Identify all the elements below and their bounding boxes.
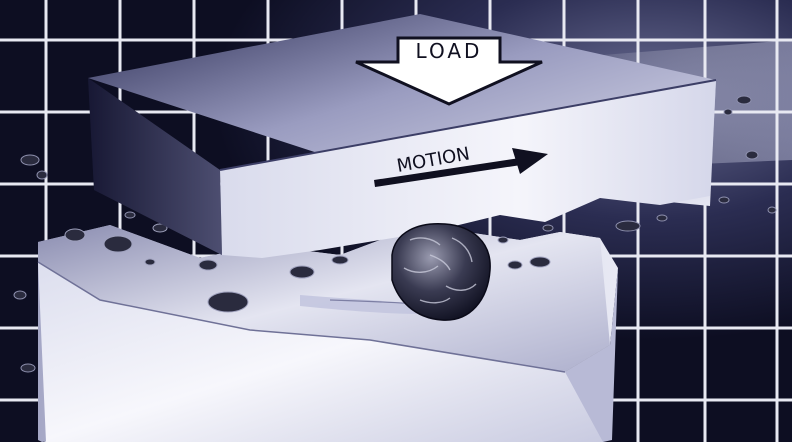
wear-particle: [392, 224, 490, 320]
lower-block: [38, 225, 618, 442]
load-label: LOAD: [416, 39, 483, 63]
